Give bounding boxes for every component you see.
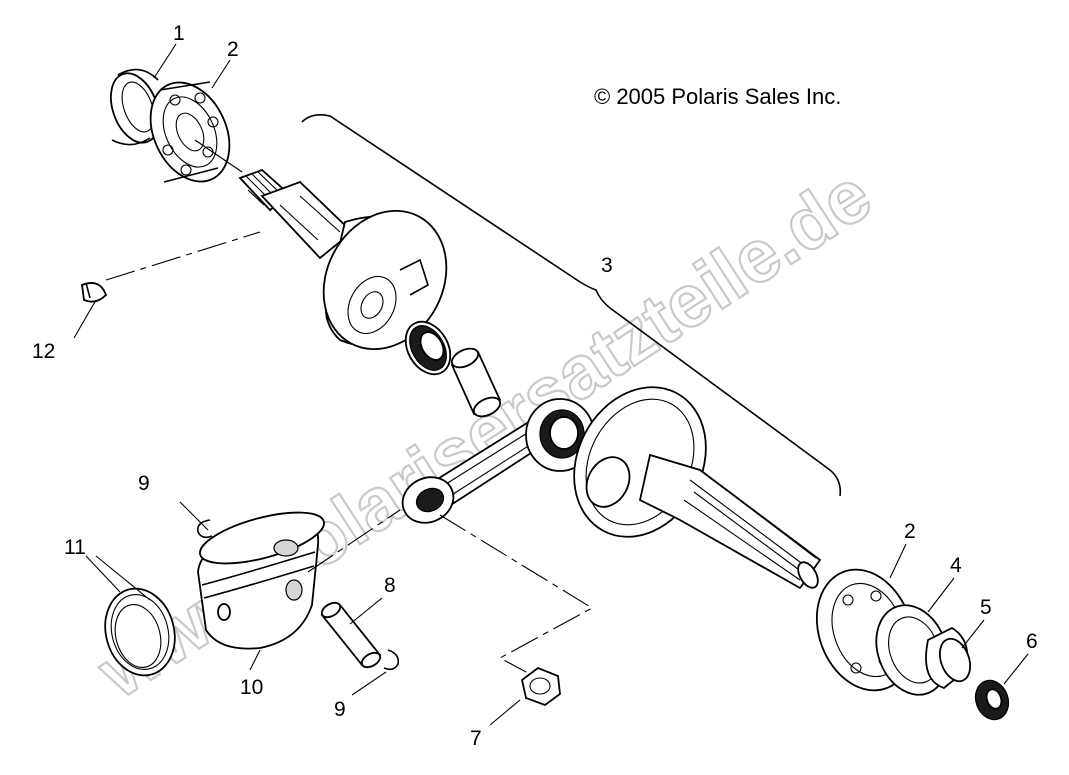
callout-2-top: 2 — [227, 38, 239, 61]
leader-lines — [73, 43, 1029, 726]
bracket-part-3 — [301, 114, 842, 497]
callout-7: 7 — [470, 727, 482, 750]
callout-9-bottom: 9 — [334, 698, 346, 721]
copyright-text: © 2005 Polaris Sales Inc. — [594, 84, 841, 109]
connecting-rod — [401, 398, 595, 524]
callout-8: 8 — [384, 574, 396, 597]
callout-9-top: 9 — [138, 472, 150, 495]
callout-11: 11 — [64, 536, 86, 559]
crankshaft-right-half — [573, 386, 822, 590]
spacer-part-5 — [925, 626, 972, 690]
ball-bearing-part-2-top — [149, 81, 231, 183]
crank-pin — [450, 347, 502, 418]
piston-part-10 — [197, 511, 325, 650]
piston-pin-part-8 — [320, 601, 382, 669]
callout-3: 3 — [601, 254, 613, 277]
needle-bearing — [404, 320, 452, 376]
washer-part-6 — [974, 679, 1010, 721]
circlip-part-9-top — [196, 519, 213, 539]
callout-5: 5 — [980, 596, 992, 619]
callout-12: 12 — [32, 340, 55, 363]
woodruff-key-part-12 — [81, 282, 108, 303]
nut-part-7 — [520, 666, 561, 707]
callout-2-right: 2 — [904, 520, 916, 543]
watermark-text: www.polarisersatzteile.de — [83, 153, 886, 714]
callout-1: 1 — [173, 22, 185, 45]
callout-4: 4 — [950, 554, 962, 577]
circlip-part-9-bottom — [383, 649, 400, 671]
callout-6: 6 — [1026, 630, 1038, 653]
piston-rings-part-11 — [104, 587, 176, 677]
crankshaft-left-half — [238, 168, 448, 351]
callout-10: 10 — [240, 676, 263, 699]
